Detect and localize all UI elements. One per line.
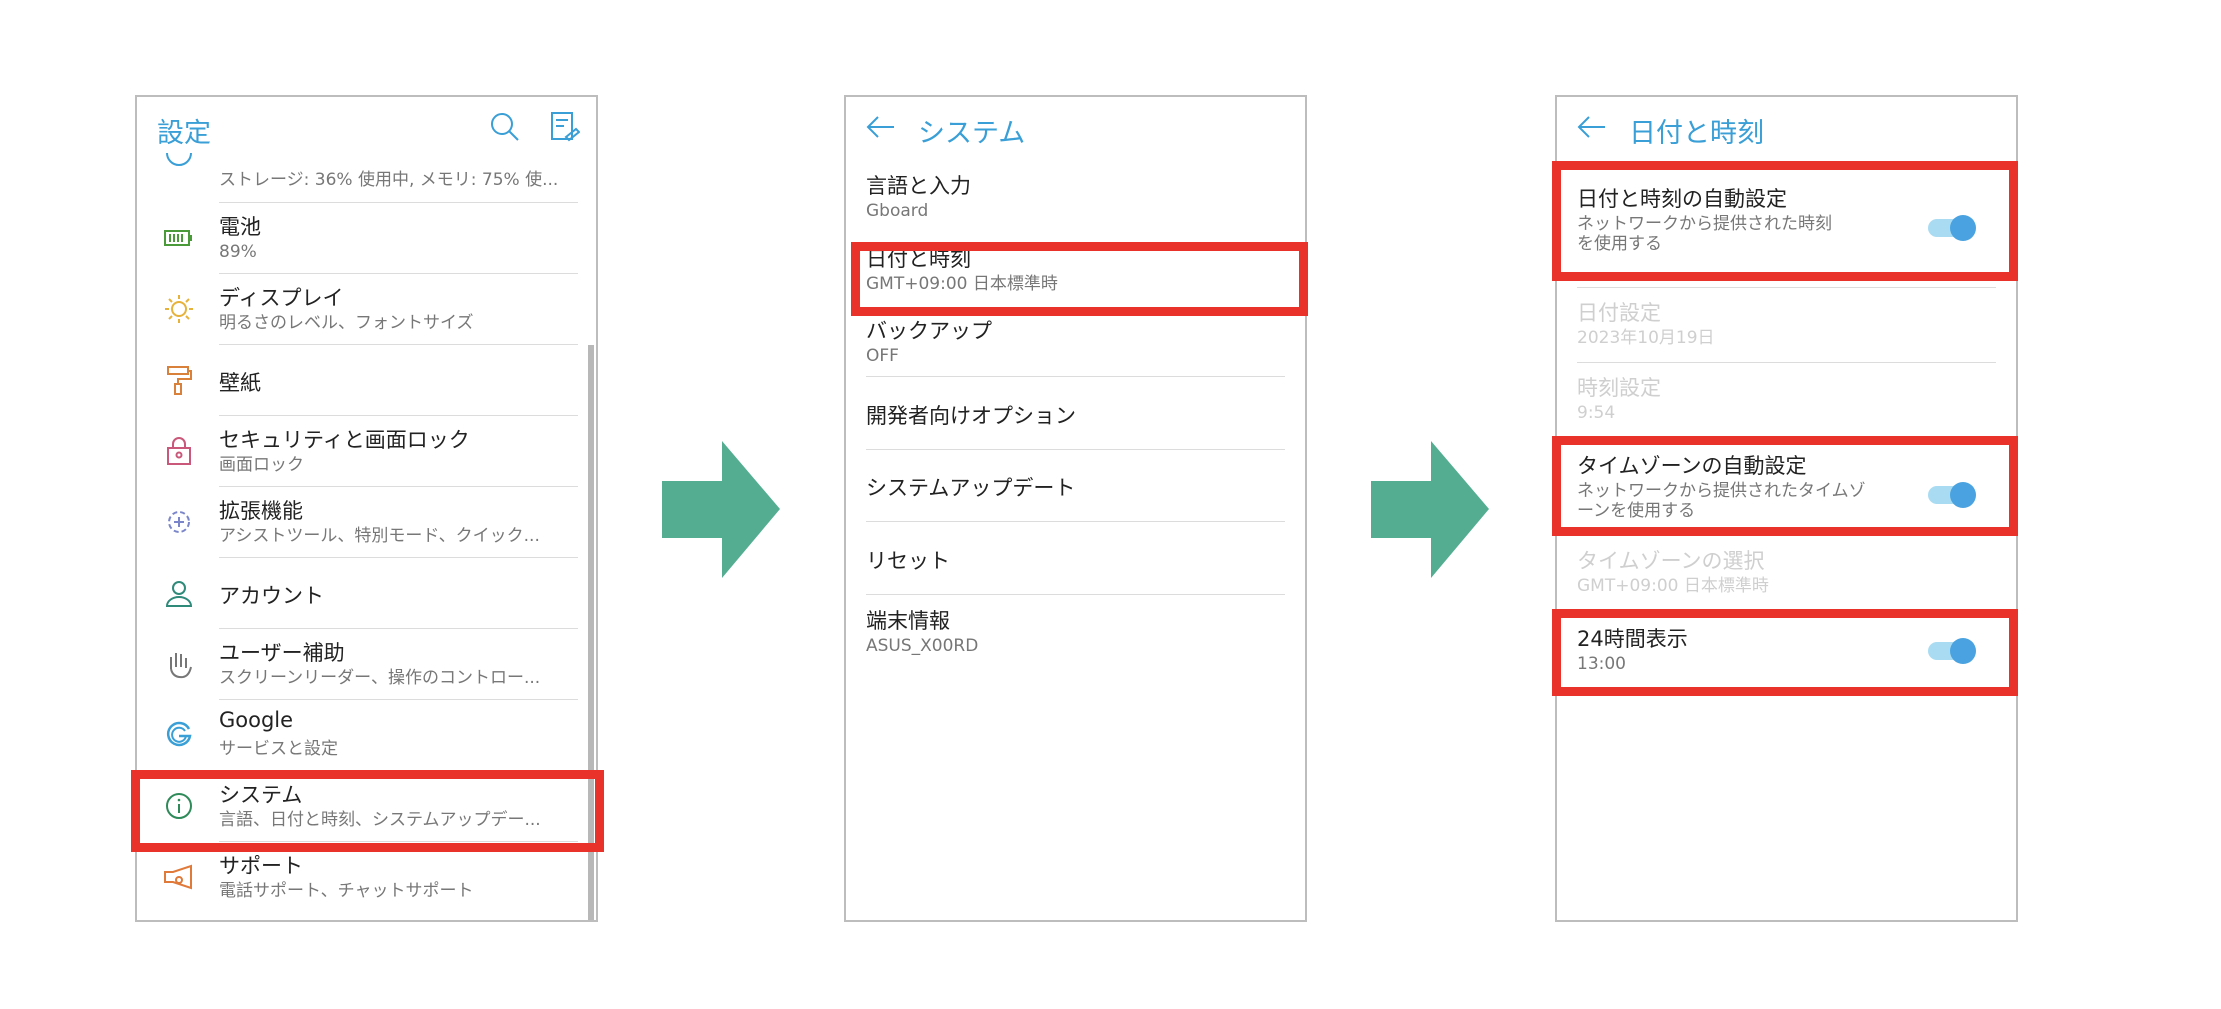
list-item-google[interactable]: Google サービスと設定 [137,700,596,771]
hand-icon [161,646,197,682]
list-item-megaphone[interactable]: サポート 電話サポート、チャットサポート [137,842,596,913]
page-title: システム [918,118,1026,149]
highlight-auto-date-time [1552,161,2018,281]
item-title: リセット [866,548,950,573]
list-item[interactable]: システムアップデート [846,450,1305,522]
list-item[interactable]: バックアップ OFF [846,305,1305,377]
item-subtitle: GMT+09:00 日本標準時 [866,273,1058,294]
item-title: 日付と時刻の自動設定 [1577,187,1787,211]
list-item[interactable]: 開発者向けオプション [846,378,1305,450]
list-item-info[interactable]: システム 言語、日付と時刻、システムアップデー... [137,771,596,842]
item-subtitle: スクリーンリーダー、操作のコントロー... [219,668,541,688]
item-subtitle-2: ーンを使用する [1577,501,1696,521]
list-item-hand[interactable]: ユーザー補助 スクリーンリーダー、操作のコントロー... [137,629,596,700]
list-item-paint-roller[interactable]: 壁紙 [137,345,596,416]
item-subtitle: 明るさのレベル、フォントサイズ [219,313,474,333]
arrow-right-icon [1371,441,1489,578]
list-item[interactable]: タイムゾーンの自動設定 ネットワークから提供されたタイムゾ ーンを使用する [1557,440,2016,535]
list-item[interactable]: 言語と入力 Gboard [846,160,1305,232]
storage-sub: ストレージ: 36% 使用中, メモリ: 75% 使... [219,170,559,190]
item-title: 24時間表示 [1577,627,1688,651]
item-subtitle: 画面ロック [219,455,304,475]
toggle-switch[interactable] [1928,482,1976,508]
toggle-switch[interactable] [1928,215,1976,241]
list-item-person[interactable]: アカウント [137,558,596,629]
highlight-24h [1552,609,2018,696]
page-title: 設定 [157,118,211,149]
item-subtitle: 電話サポート、チャットサポート [219,881,474,901]
list-item[interactable]: リセット [846,523,1305,595]
item-title: 開発者向けオプション [866,403,1076,428]
megaphone-icon [161,859,197,895]
scrollbar[interactable] [588,345,594,920]
list-item-gear-plus[interactable]: 拡張機能 アシストツール、特別モード、クイック... [137,487,596,558]
item-title: 壁紙 [219,371,261,395]
highlight-date-time [851,242,1308,316]
item-subtitle: OFF [866,346,899,366]
item-title: ディスプレイ [219,286,344,310]
list-item[interactable]: 端末情報 ASUS_X00RD [846,595,1305,667]
back-arrow-icon[interactable] [866,115,896,139]
item-subtitle: ネットワークから提供されたタイムゾ [1577,481,1866,501]
page-title: 日付と時刻 [1629,118,1764,149]
item-title: ユーザー補助 [219,641,345,665]
item-subtitle: 13:00 [1577,654,1626,674]
item-subtitle: ネットワークから提供された時刻 [1577,214,1832,234]
list-item: タイムゾーンの選択 GMT+09:00 日本標準時 [1557,535,2016,613]
google-icon [161,717,197,753]
search-icon[interactable] [489,111,521,143]
edit-list-icon[interactable] [550,111,580,143]
list-item-storage[interactable]: ストレージ: 36% 使用中, メモリ: 75% 使... [137,152,596,203]
item-title: セキュリティと画面ロック [219,428,470,452]
system-panel: システム 言語と入力 Gboard 日付と時刻 GMT+09:00 日本標準時 … [844,95,1307,922]
highlight-auto-timezone [1552,436,2018,536]
info-icon [161,788,197,824]
arrow-right-icon [662,441,780,578]
item-title: 日付設定 [1577,301,1661,325]
item-title: システム [219,783,303,807]
list-item-brightness[interactable]: ディスプレイ 明るさのレベル、フォントサイズ [137,274,596,345]
item-title: バックアップ [866,319,992,343]
list-item: 日付設定 2023年10月19日 [1557,287,2016,362]
item-title: アカウント [219,584,324,608]
item-subtitle: サービスと設定 [219,739,338,759]
item-subtitle: 2023年10月19日 [1577,328,1715,348]
person-icon [161,575,197,611]
brightness-icon [161,291,197,327]
settings-panel: 設定 ストレージ: 36% 使用中, メモリ: 75% 使... 電池 89% … [135,95,598,922]
item-subtitle: 言語、日付と時刻、システムアップデー... [219,810,541,830]
item-title: サポート [219,854,303,878]
date-time-panel: 日付と時刻 日付と時刻の自動設定 ネットワークから提供された時刻 を使用する 日… [1555,95,2018,922]
list-item-lock[interactable]: セキュリティと画面ロック 画面ロック [137,416,596,487]
item-subtitle: ASUS_X00RD [866,636,979,656]
item-subtitle: アシストツール、特別モード、クイック... [219,526,540,546]
highlight-system [131,770,604,852]
back-arrow-icon[interactable] [1577,115,1607,139]
list-item-battery[interactable]: 電池 89% [137,203,596,274]
item-title: 拡張機能 [219,499,303,523]
item-title: 時刻設定 [1577,376,1661,400]
item-title: タイムゾーンの選択 [1577,549,1765,573]
storage-icon [166,152,192,166]
item-title: 言語と入力 [866,174,971,198]
item-subtitle-2: を使用する [1577,234,1662,254]
list-item: 時刻設定 9:54 [1557,362,2016,440]
item-subtitle: Gboard [866,201,929,221]
item-title: システムアップデート [866,476,1076,500]
item-title: 端末情報 [866,609,950,633]
toggle-switch[interactable] [1928,638,1976,664]
item-subtitle: GMT+09:00 日本標準時 [1577,576,1769,596]
item-subtitle: 89% [219,242,257,262]
item-title: 電池 [219,215,261,239]
paint-roller-icon [161,362,197,398]
list-item[interactable]: 24時間表示 13:00 [1557,613,2016,693]
item-subtitle: 9:54 [1577,403,1616,423]
item-title: タイムゾーンの自動設定 [1577,454,1807,478]
battery-icon [161,220,197,256]
lock-icon [161,433,197,469]
gear-plus-icon [161,504,197,540]
item-title: Google [219,708,294,732]
list-item[interactable]: 日付と時刻の自動設定 ネットワークから提供された時刻 を使用する [1557,173,2016,281]
